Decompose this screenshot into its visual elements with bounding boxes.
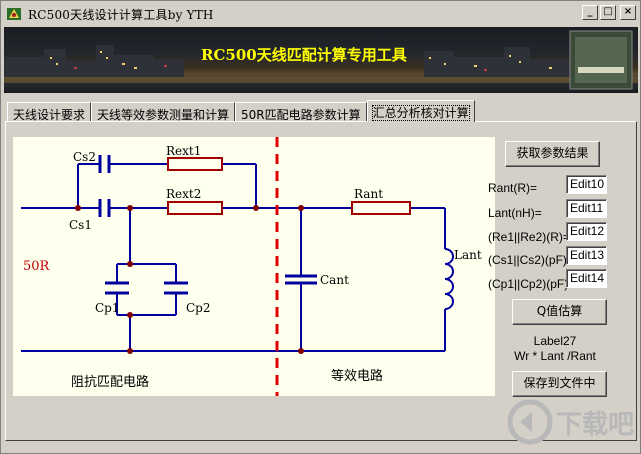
- rext2-label: Rext2: [166, 187, 201, 201]
- watermark-text: 下载吧: [556, 410, 634, 440]
- lant-field-label: Lant(nH)=: [488, 206, 542, 220]
- maximize-button[interactable]: □: [600, 5, 616, 20]
- cp1-label: Cp1: [95, 301, 120, 315]
- q-result-label: Label27: [533, 334, 577, 348]
- cs-parallel-field[interactable]: Edit13: [566, 246, 607, 265]
- rant-field-label: Rant(R)=: [488, 181, 538, 195]
- cp-parallel-field-label: (Cp1||Cp2)(pF)=: [488, 277, 576, 291]
- title-bar[interactable]: RC500天线设计计算工具by YTH _ □ ×: [3, 3, 638, 25]
- window-title: RC500天线设计计算工具by YTH: [28, 7, 214, 22]
- equivalent-circuit-caption: 等效电路: [331, 368, 383, 384]
- cs1-label: Cs1: [69, 218, 92, 232]
- tab-label: 汇总分析核对计算: [371, 105, 470, 121]
- tab-bar: 天线设计要求 天线等效参数测量和计算 50R匹配电路参数计算 汇总分析核对计算: [7, 100, 475, 122]
- tab-label: 50R匹配电路参数计算: [241, 108, 361, 122]
- cs-parallel-field-label: (Cs1||Cs2)(pF)=: [488, 253, 574, 267]
- lant-label: Lant: [454, 248, 482, 262]
- cp2-label: Cp2: [186, 301, 211, 315]
- rext-parallel-field[interactable]: Edit12: [566, 222, 607, 241]
- lant-field[interactable]: Edit11: [566, 199, 607, 218]
- cant-label: Cant: [320, 273, 349, 287]
- matching-circuit-caption: 阻抗匹配电路: [71, 374, 149, 390]
- city-skyline-image: [4, 30, 638, 90]
- tab-antenna-requirements[interactable]: 天线设计要求: [7, 102, 92, 122]
- fetch-results-button[interactable]: 获取参数结果: [505, 141, 600, 167]
- q-formula-label: Wr * Lant /Rant: [514, 349, 596, 363]
- save-to-file-button[interactable]: 保存到文件中: [512, 371, 607, 397]
- close-button[interactable]: ×: [620, 5, 636, 20]
- tab-label: 天线设计要求: [13, 108, 86, 122]
- rext-parallel-field-label: (Re1||Re2)(R)=: [488, 230, 570, 244]
- minimize-button[interactable]: _: [582, 5, 598, 20]
- tab-summary-analysis[interactable]: 汇总分析核对计算: [366, 100, 475, 122]
- q-estimate-button[interactable]: Q值估算: [512, 299, 607, 325]
- r50-label: 50R: [23, 259, 51, 274]
- cs2-label: Cs2: [73, 150, 96, 164]
- circuit-diagram: Cs2 Cs1 Rext1 Rext2 Cp1 Cp2 Rant Cant La…: [13, 137, 495, 396]
- tab-antenna-parameters[interactable]: 天线等效参数测量和计算: [91, 102, 236, 122]
- banner-title: RC500天线匹配计算专用工具: [201, 46, 407, 64]
- cp-parallel-field[interactable]: Edit14: [566, 269, 607, 288]
- tab-matching-circuit[interactable]: 50R匹配电路参数计算: [235, 102, 367, 122]
- rant-label: Rant: [354, 187, 383, 201]
- banner-image: RC500天线匹配计算专用工具: [4, 27, 638, 93]
- watermark-logo: 下载吧: [507, 399, 634, 445]
- rant-field[interactable]: Edit10: [566, 175, 607, 194]
- rext1-label: Rext1: [166, 144, 201, 158]
- tab-label: 天线等效参数测量和计算: [97, 108, 230, 122]
- app-icon: [7, 8, 21, 20]
